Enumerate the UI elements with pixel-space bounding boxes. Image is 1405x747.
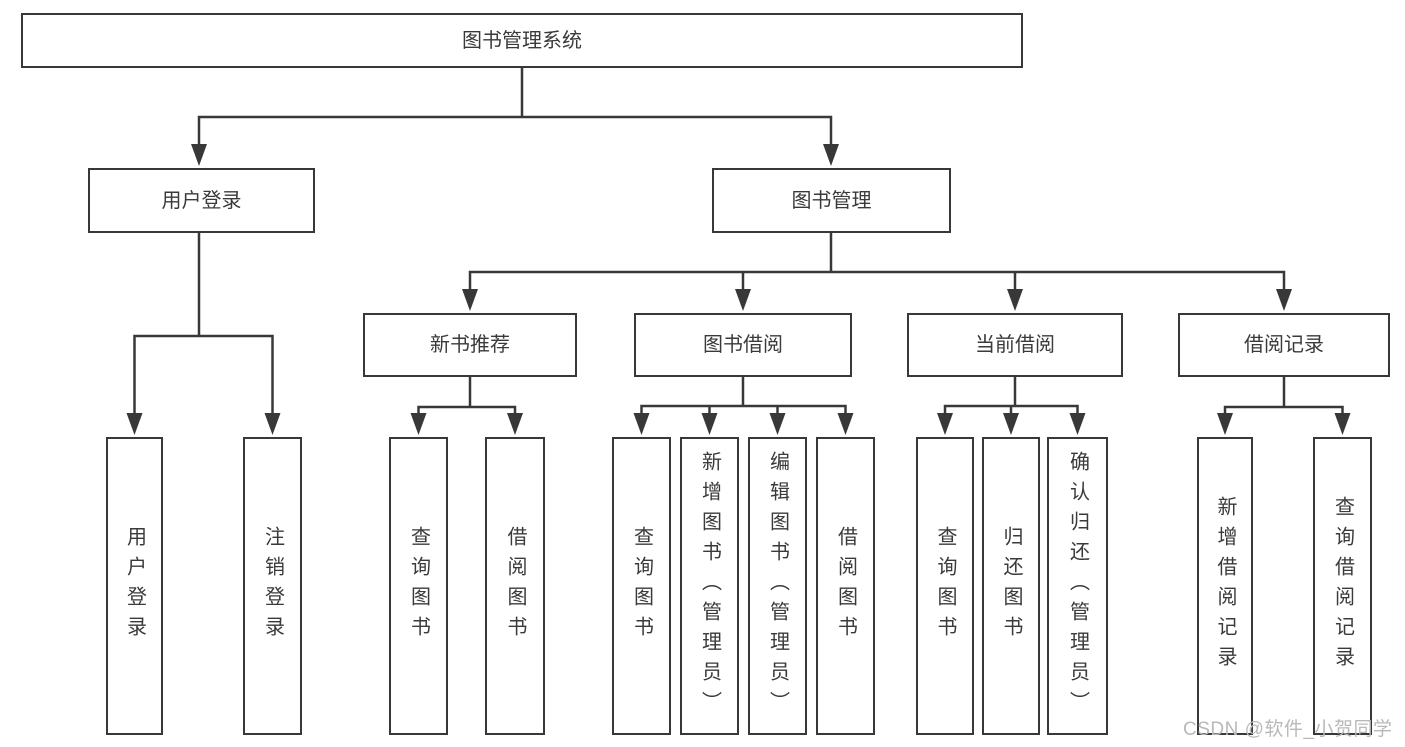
node-query-borrow-record: 查询借阅记录 bbox=[1313, 437, 1372, 735]
node-user-login-group: 用户登录 bbox=[88, 168, 315, 233]
node-current-borrow: 当前借阅 bbox=[907, 313, 1123, 377]
node-borrow-records: 借阅记录 bbox=[1178, 313, 1390, 377]
node-book-borrow: 图书借阅 bbox=[634, 313, 852, 377]
node-borrow-books: 借阅图书 bbox=[816, 437, 875, 735]
node-return-books: 归还图书 bbox=[982, 437, 1040, 735]
node-current-query-books: 查询图书 bbox=[916, 437, 974, 735]
csdn-watermark: CSDN @软件_小贺同学 bbox=[1183, 719, 1393, 740]
node-logout: 注销登录 bbox=[243, 437, 302, 735]
node-new-book-recommend: 新书推荐 bbox=[363, 313, 577, 377]
node-add-borrow-record: 新增借阅记录 bbox=[1197, 437, 1253, 735]
node-book-management: 图书管理 bbox=[712, 168, 951, 233]
node-user-login: 用户登录 bbox=[106, 437, 163, 735]
node-recommend-borrow-books: 借阅图书 bbox=[485, 437, 545, 735]
node-confirm-return-admin: 确认归还（管理员） bbox=[1047, 437, 1108, 735]
node-borrow-query-books: 查询图书 bbox=[612, 437, 671, 735]
node-edit-books-admin: 编辑图书（管理员） bbox=[748, 437, 807, 735]
node-recommend-query-books: 查询图书 bbox=[389, 437, 448, 735]
node-library-management-system: 图书管理系统 bbox=[21, 13, 1023, 68]
node-add-books-admin: 新增图书（管理员） bbox=[680, 437, 739, 735]
arrowheads bbox=[126, 144, 1351, 435]
